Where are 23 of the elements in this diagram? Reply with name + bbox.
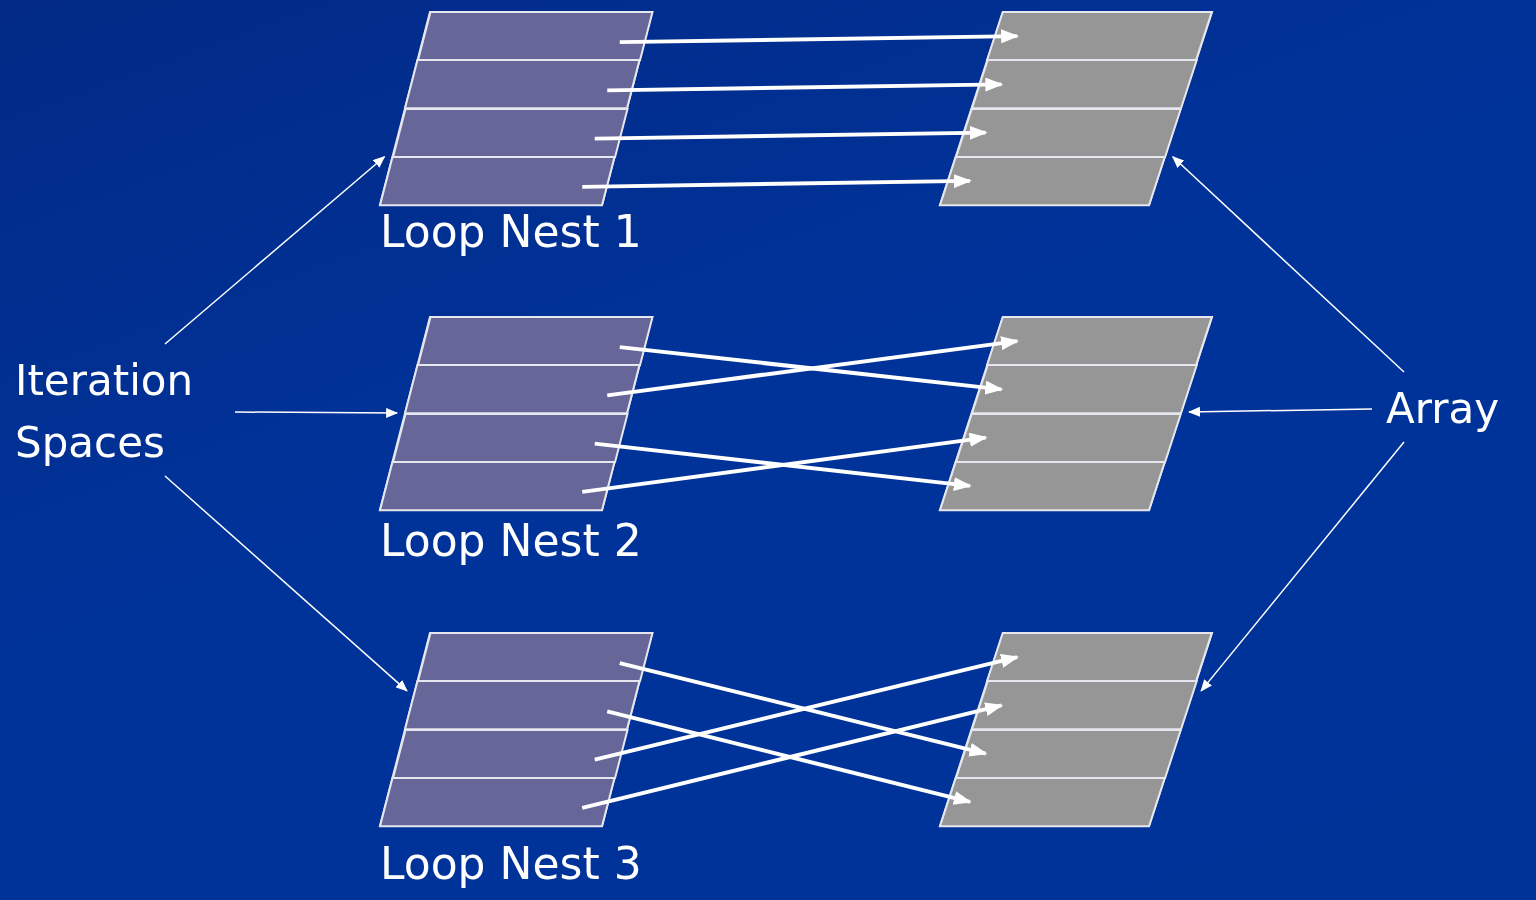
- arrow: [594, 654, 1020, 762]
- arrow: [164, 156, 386, 345]
- arrow: [581, 432, 988, 494]
- loop-nest-label: Loop Nest 2: [380, 514, 642, 568]
- arrow: [234, 407, 399, 418]
- arrow: [1200, 441, 1405, 692]
- arrow: [607, 77, 1004, 93]
- loop-nest-label: Loop Nest 1: [380, 205, 642, 259]
- arrow: [1188, 406, 1373, 417]
- arrow: [606, 709, 972, 805]
- arrow: [607, 336, 1020, 398]
- side-label: Array: [1386, 383, 1501, 435]
- arrow: [619, 29, 1020, 45]
- arrow: [594, 441, 972, 492]
- arrow: [619, 345, 1004, 395]
- arrow: [619, 661, 988, 757]
- arrow: [1172, 156, 1405, 373]
- arrow: [582, 174, 972, 189]
- arrow: [164, 475, 408, 692]
- arrow: [581, 702, 1004, 810]
- side-label: Iteration Spaces: [15, 355, 195, 469]
- loop-nest-label: Loop Nest 3: [380, 837, 642, 891]
- arrow: [594, 125, 988, 141]
